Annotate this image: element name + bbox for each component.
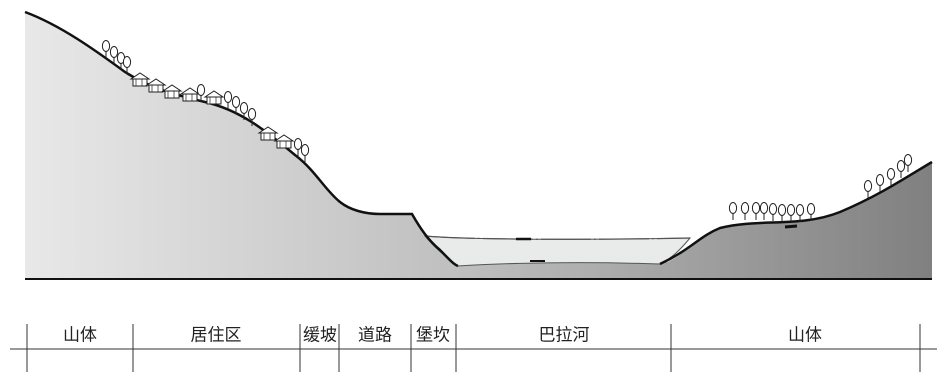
river-surface [424,235,691,240]
house-icon [130,72,150,87]
tree-icon [759,202,769,221]
tree-icon [300,144,310,163]
house-icon [204,90,224,105]
terrain-outline-right [659,160,933,266]
zone-label-gentle-slope: 缓坡 [303,326,337,346]
zone-label-road: 道路 [358,326,392,346]
tree-icon [795,204,805,223]
tree-icon [786,204,796,223]
tree-icon [740,202,750,221]
zone-label-retaining-wall: 堡坎 [416,326,450,346]
tree-icon [768,203,778,222]
terrain-profile [25,12,932,279]
house-icon [162,84,182,99]
tree-icon [223,91,233,110]
zone-dividers [26,324,921,372]
terrain-outline [24,10,459,268]
zone-label-mountain-left: 山体 [63,326,97,346]
tree-icon [903,154,913,173]
tree-icon [875,174,885,193]
river-water [423,235,692,267]
tree-icon [751,202,761,221]
zone-label-residential: 居住区 [191,326,242,346]
marker-right [784,224,798,229]
house-icon [146,78,166,93]
tree-icon [728,202,738,221]
tree-icon [293,138,303,157]
house-icon [180,87,200,102]
house-icon [274,134,294,149]
tree-icon [863,180,873,199]
zone-label-river: 巴拉河 [539,326,590,346]
tree-icon [886,168,896,187]
tree-icon [896,160,906,179]
tree-icon [777,204,787,223]
zone-label-mountain-right: 山体 [788,326,822,346]
